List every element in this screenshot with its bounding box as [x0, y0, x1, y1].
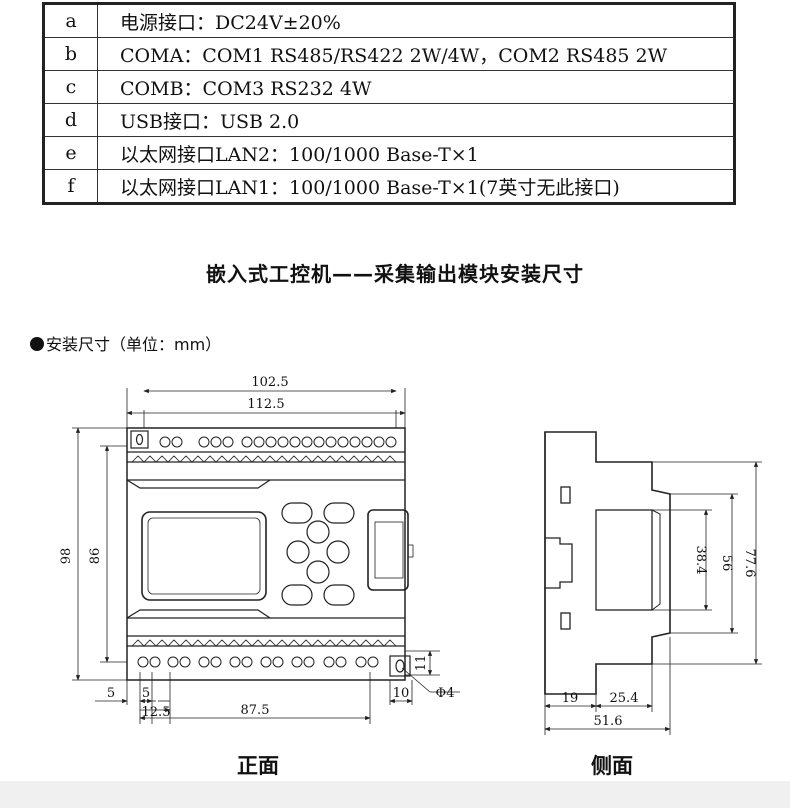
dim-side-51-6: 51.6 [594, 714, 623, 729]
section-subtitle: 安装尺寸（单位：mm） [30, 331, 221, 355]
subtitle-text: 安装尺寸（单位：mm） [46, 335, 222, 354]
front-view [72, 388, 460, 724]
dim-side-56: 56 [719, 555, 734, 572]
dim-side-38-4: 38.4 [693, 546, 708, 575]
bullet-icon [30, 337, 44, 351]
dim-front-right-11: 11 [414, 655, 429, 672]
side-view [544, 431, 762, 735]
front-view-caption: 正面 [237, 754, 279, 778]
spec-value: COMA：COM1 RS485/RS422 2W/4W，COM2 RS485 2… [97, 37, 735, 71]
dim-front-pitch: 12.5 [142, 705, 171, 720]
footer-band [0, 781, 790, 808]
dim-side-25-4: 25.4 [610, 691, 639, 706]
dim-front-height-outer: 98 [59, 548, 74, 565]
dim-front-height-inner: 86 [88, 548, 103, 565]
dim-side-19: 19 [562, 691, 579, 706]
dim-front-left-5a: 5 [107, 686, 115, 701]
spec-value: USB接口：USB 2.0 [97, 103, 735, 137]
page-title: 嵌入式工控机——采集输出模块安装尺寸 [206, 262, 584, 286]
dim-front-hole: Φ4 [436, 686, 455, 701]
dim-front-right-10: 10 [393, 686, 410, 701]
spec-key: d [43, 103, 98, 137]
spec-value: 以太网接口LAN1：100/1000 Base-T×1(7英寸无此接口) [97, 169, 735, 204]
spec-value: 电源接口：DC24V±20% [97, 3, 735, 38]
dim-side-77-6: 77.6 [742, 549, 757, 578]
dim-front-width-inner: 102.5 [251, 375, 288, 390]
dim-front-left-5b: 5 [142, 686, 150, 701]
dim-front-width-outer: 112.5 [247, 397, 284, 412]
spec-value: COMB：COM3 RS232 4W [97, 70, 735, 104]
spec-value: 以太网接口LAN2：100/1000 Base-T×1 [97, 136, 735, 170]
dim-front-span: 87.5 [241, 703, 270, 718]
side-view-caption: 侧面 [591, 754, 633, 778]
spec-key: f [43, 169, 98, 204]
